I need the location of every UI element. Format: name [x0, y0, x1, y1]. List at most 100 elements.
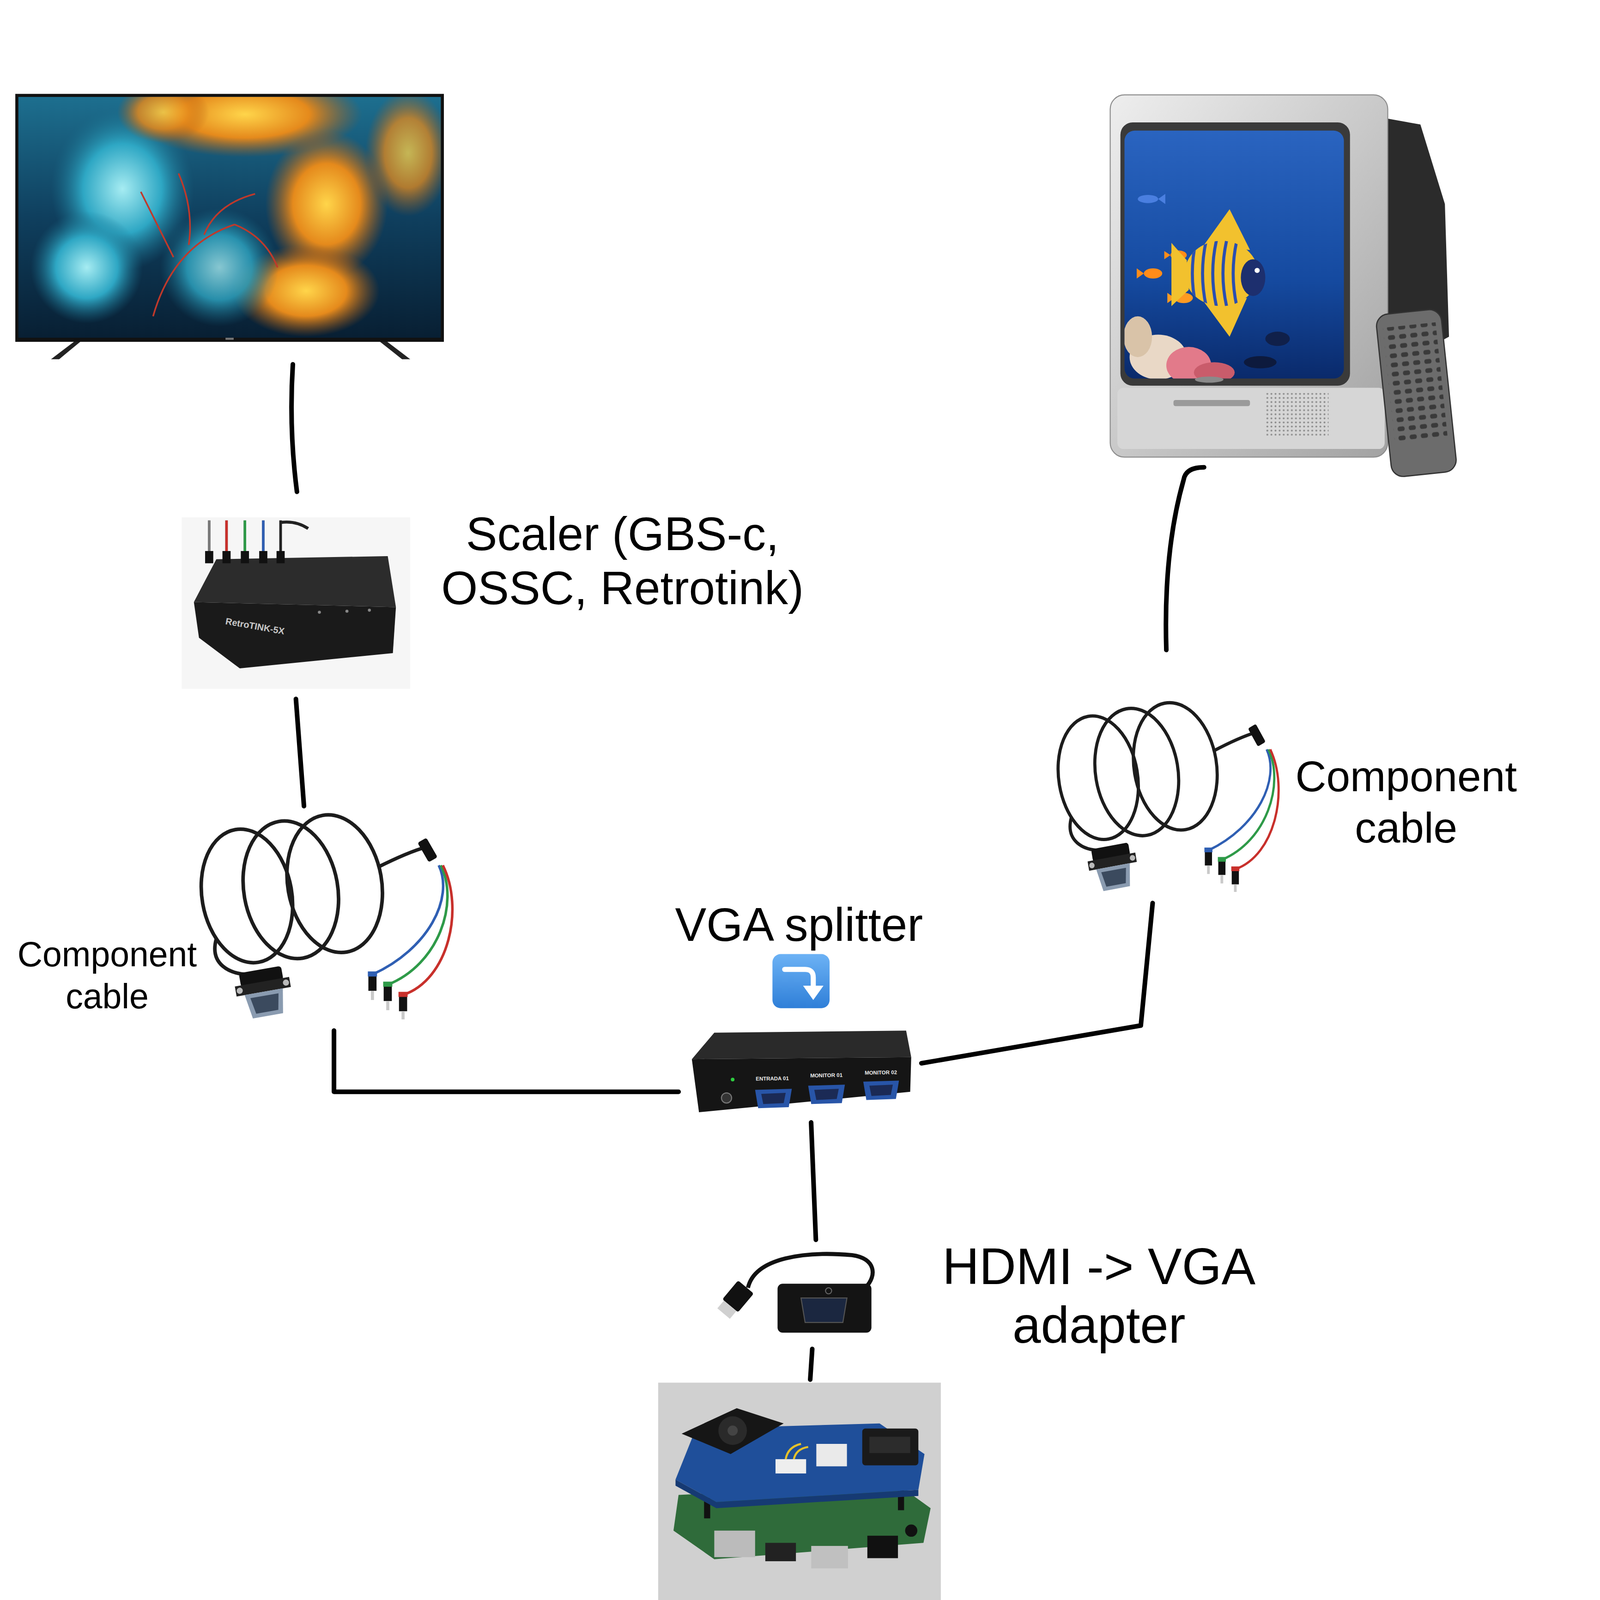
vga-splitter: [730, 1077, 735, 1082]
signal-cable: [296, 698, 304, 807]
flat-tv: [117, 96, 210, 143]
port-label: MONITOR 01: [810, 1072, 843, 1079]
scaler-device: [259, 551, 268, 564]
crt-tv: [1265, 393, 1329, 437]
scaler-device: [276, 551, 285, 564]
vga-splitter: [814, 1088, 839, 1100]
cable-box: Component cable: [1056, 703, 1276, 893]
scaler-device: [317, 610, 322, 614]
scaler-device: [345, 609, 349, 613]
arrow-emoji: [784, 969, 814, 988]
vga-splitter: [691, 1057, 912, 1113]
crt-tv: [1157, 193, 1165, 205]
crt-tv: [1202, 240, 1207, 306]
scaler-device: [367, 608, 371, 613]
signal-cable: [921, 903, 1153, 1064]
device-label: Scaler (GBS-c, OSSC, Retrotink): [433, 507, 813, 616]
crt-tv: [1192, 240, 1237, 306]
device-label: Component cable: [1288, 751, 1524, 855]
scaler-device: [193, 601, 396, 669]
component-cable: [1048, 695, 1279, 893]
vga-splitter: [721, 1092, 732, 1104]
component-cable: [191, 807, 453, 1021]
crt-tv: [1265, 331, 1290, 346]
crt-tv: [1233, 240, 1237, 306]
flat-tv: [15, 71, 451, 360]
brand-text: RetroTINK-5X: [224, 616, 286, 637]
crt-tv: [1243, 356, 1277, 369]
hdmi-vga-adapter: [800, 1297, 847, 1323]
vga-splitter: [755, 1088, 793, 1109]
scaler-box: Scaler (GBS-c, OSSC, Retrotink): [181, 517, 411, 689]
flat-tv: [160, 208, 279, 327]
crt-tv: [1382, 322, 1449, 445]
crt-tv: [1164, 250, 1171, 260]
crt-tv: [1173, 400, 1251, 407]
hdmi-vga-adapter: [747, 1254, 873, 1288]
crt-tv: [1223, 240, 1227, 306]
device-label: VGA splitter: [656, 897, 943, 952]
scaler-device: [240, 551, 249, 564]
single-board-computer: [727, 1425, 738, 1436]
flat-tv: [365, 96, 441, 217]
single-board-computer: [658, 1382, 941, 1600]
cable-box: Component cable: [199, 816, 449, 1021]
hdmi-vga-adapter: [825, 1287, 832, 1294]
single-board-computer: [867, 1535, 898, 1559]
single-board-computer: [785, 1443, 809, 1460]
crt-tv: [1375, 308, 1458, 478]
scaler-device: [280, 521, 309, 529]
single-board-computer: [816, 1443, 847, 1467]
flat-tv: [140, 173, 278, 317]
scaler-device: [193, 556, 396, 607]
illustration: [15, 71, 1458, 1600]
vga-splitter: [863, 1080, 899, 1101]
vga-splitter: [691, 1030, 912, 1113]
device-label: Component cable: [10, 933, 205, 1017]
scaler-device: [181, 517, 411, 689]
single-board-computer: [681, 1408, 784, 1455]
single-board-computer: [718, 1416, 747, 1445]
hdmi-vga-adapter: [777, 1283, 872, 1333]
flat-tv: [30, 96, 441, 337]
vga-splitter: [808, 1084, 846, 1104]
crt-tv: [1254, 267, 1260, 273]
crt-tv: [1124, 193, 1291, 379]
single-board-computer: [811, 1545, 849, 1569]
port-label: ENTRADA 01: [755, 1075, 789, 1082]
crt-tv: [1110, 94, 1388, 457]
crt-tv: [1194, 376, 1224, 383]
crt-tv: [1240, 259, 1266, 297]
crt-tv: [1117, 387, 1385, 449]
crt-tv: [1192, 240, 1196, 306]
port-label: MONITOR 02: [864, 1069, 897, 1076]
crt-tv: [1143, 268, 1163, 279]
crt-tv: [1120, 122, 1351, 386]
single-board-computer: [714, 1530, 755, 1558]
hdmi-vga-adapter: [715, 1254, 873, 1333]
signal-cable: [333, 1030, 679, 1092]
crt-tv: [1212, 240, 1217, 306]
single-board-computer: [869, 1436, 910, 1454]
flat-tv: [50, 339, 83, 360]
hdmi-vga-adapter: [715, 1280, 754, 1321]
single-board-computer: [716, 1489, 919, 1509]
crt-tv: [1136, 268, 1144, 279]
crt-tv: [1124, 316, 1153, 358]
flat-tv: [225, 337, 234, 340]
arrow-emoji: [772, 954, 830, 1009]
hand-drawn-wire: [810, 1349, 813, 1380]
vga-splitter: [691, 1030, 912, 1060]
single-board-computer: [862, 1428, 919, 1466]
adapter-box: HDMI -> VGA adapter: [719, 1249, 878, 1337]
hdmi-vga-adapter: [717, 1300, 737, 1320]
single-board-computer: [775, 1459, 807, 1474]
hand-drawn-wire: [1165, 467, 1205, 650]
hand-drawn-wire: [291, 364, 297, 492]
device-label: HDMI -> VGA adapter: [930, 1236, 1268, 1355]
single-board-computer: [765, 1542, 796, 1562]
crt-tv: [1137, 194, 1158, 204]
single-board-computer: [905, 1524, 918, 1538]
